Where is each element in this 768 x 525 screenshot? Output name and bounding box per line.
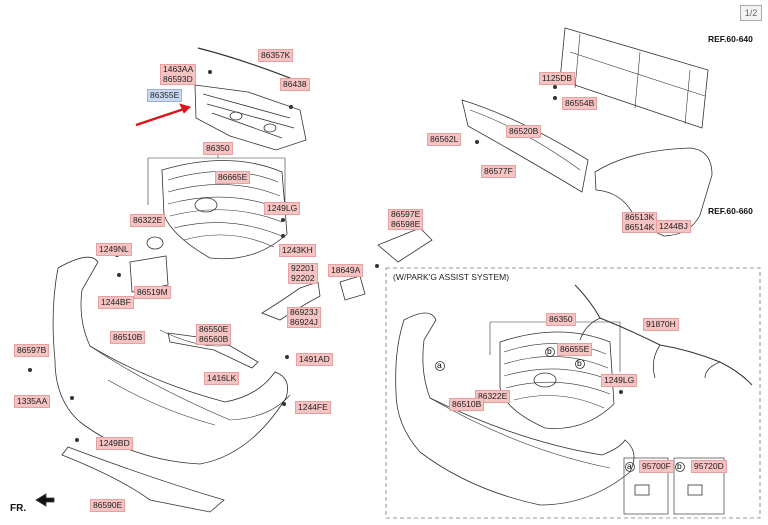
symbol-a: a bbox=[627, 461, 632, 471]
sensor-b bbox=[687, 484, 703, 496]
line-drawing bbox=[28, 27, 761, 519]
plate-bracket bbox=[129, 255, 169, 293]
part-label[interactable]: 18649A bbox=[328, 264, 364, 277]
part-label[interactable]: 1491AD bbox=[296, 353, 333, 366]
part-label[interactable]: 86562L bbox=[427, 133, 462, 146]
part-label[interactable]: 86510B bbox=[449, 398, 485, 411]
callout-b: b bbox=[547, 346, 552, 356]
part-label[interactable]: 86520B bbox=[506, 125, 542, 138]
symbol-b: b bbox=[677, 461, 682, 471]
carrier-assembly bbox=[559, 27, 709, 129]
part-label[interactable]: 1249BD bbox=[96, 437, 133, 450]
part-label[interactable]: 86350 bbox=[546, 313, 576, 326]
inset-title: (W/PARK'G ASSIST SYSTEM) bbox=[393, 272, 510, 282]
fender bbox=[594, 147, 713, 237]
part-label[interactable]: 86350 bbox=[203, 142, 233, 155]
pointer-arrow bbox=[135, 105, 191, 127]
inset-grille bbox=[499, 331, 615, 429]
part-label[interactable]: 1249LG bbox=[264, 202, 301, 215]
inset-frame bbox=[385, 267, 761, 519]
part-label[interactable]: 95720D bbox=[691, 460, 727, 473]
part-label[interactable]: 1244BF bbox=[98, 296, 134, 309]
back-beam bbox=[461, 99, 589, 193]
sensor-box-b bbox=[673, 457, 725, 515]
part-label[interactable]: 86577F bbox=[481, 165, 516, 178]
sensor-a bbox=[634, 484, 650, 496]
part-label[interactable]: 86322E bbox=[130, 214, 166, 227]
ref-label-fender[interactable]: REF.60-660 bbox=[708, 206, 753, 216]
part-label[interactable]: 1244FE bbox=[295, 401, 331, 414]
part-label[interactable]: 86519M bbox=[134, 286, 171, 299]
ref-label-top[interactable]: REF.60-640 bbox=[708, 34, 753, 44]
part-label[interactable]: 95700F bbox=[639, 460, 674, 473]
part-label[interactable]: 1244BJ bbox=[656, 220, 691, 233]
callout-a: a bbox=[437, 360, 442, 370]
sensor-box-a bbox=[623, 457, 669, 515]
page-indicator: 1/2 bbox=[740, 5, 762, 21]
part-label[interactable]: 1125DB bbox=[539, 72, 576, 85]
upper-grille bbox=[194, 84, 307, 151]
part-label[interactable]: 86597B bbox=[14, 344, 50, 357]
emblem bbox=[194, 197, 218, 213]
front-bumper bbox=[52, 256, 288, 465]
molding-strip bbox=[197, 47, 301, 83]
direction-label: FR. bbox=[10, 503, 27, 514]
bumper-lip bbox=[61, 446, 225, 513]
side-bracket bbox=[377, 227, 433, 263]
part-label[interactable]: 1335AA bbox=[14, 395, 51, 408]
wiring-harness bbox=[574, 284, 753, 386]
part-label[interactable]: 86438 bbox=[280, 78, 310, 91]
radiator-grille bbox=[161, 160, 288, 260]
part-label[interactable]: 86554B bbox=[562, 97, 598, 110]
inset-bumper bbox=[395, 312, 635, 506]
part-label[interactable]: 1249LG bbox=[601, 374, 638, 387]
part-label[interactable]: 86510B bbox=[110, 331, 146, 344]
part-label[interactable]: 86590E bbox=[90, 499, 126, 512]
part-label[interactable]: 86665E bbox=[215, 171, 251, 184]
part-label[interactable]: 86355E bbox=[147, 89, 183, 102]
part-label[interactable]: 1243KH bbox=[279, 244, 316, 257]
callout-b-2: b bbox=[577, 358, 582, 368]
direction-arrow bbox=[35, 493, 55, 507]
sensor-bracket bbox=[339, 275, 366, 301]
part-label[interactable]: 1249NL bbox=[96, 243, 132, 256]
part-label[interactable]: 1416LK bbox=[204, 372, 240, 385]
part-label[interactable]: 91870H bbox=[643, 318, 679, 331]
part-label[interactable]: 86655E bbox=[557, 343, 593, 356]
part-label[interactable]: 86357K bbox=[258, 49, 294, 62]
